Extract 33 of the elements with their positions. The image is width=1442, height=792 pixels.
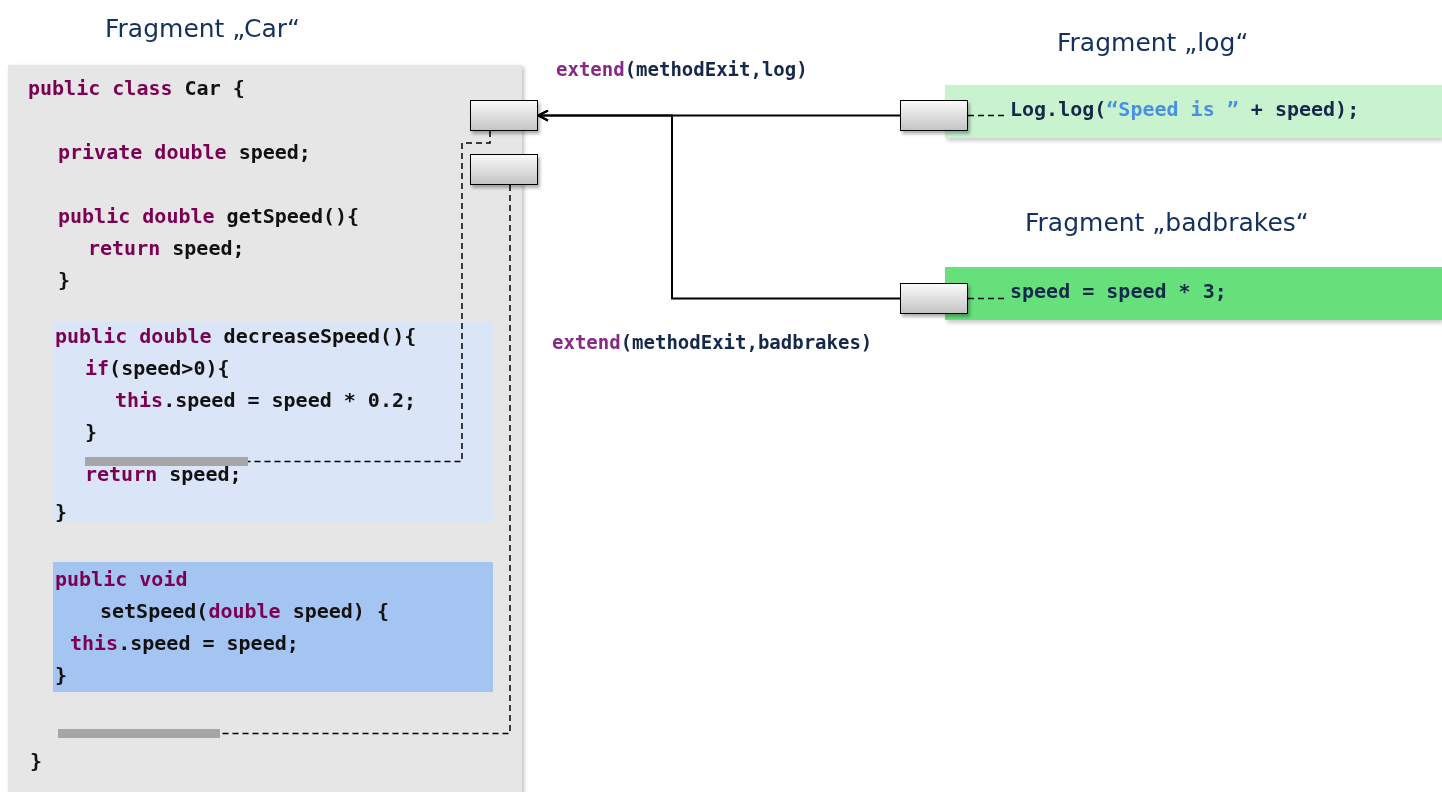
code-line: speed = speed * 3; xyxy=(1010,280,1227,303)
code-line: setSpeed(double speed) { xyxy=(100,600,389,623)
fragment-title: Fragment „log“ xyxy=(1057,29,1249,58)
fragment-title: Fragment „Car“ xyxy=(105,15,300,44)
code-line: public class Car { xyxy=(28,77,245,100)
code-line: } xyxy=(58,269,71,292)
code-line: return speed; xyxy=(85,463,242,486)
join-point-box xyxy=(470,100,538,131)
arrow xyxy=(537,109,901,300)
code-line: public void xyxy=(55,568,188,591)
code-line: public double decreaseSpeed(){ xyxy=(55,325,417,348)
code-line: public double getSpeed(){ xyxy=(58,205,360,228)
code-block-highlight xyxy=(53,322,493,522)
dashed-connector xyxy=(967,297,1005,300)
marker-bar xyxy=(58,729,220,738)
code-line: private double speed; xyxy=(58,141,311,164)
code-line: return speed; xyxy=(88,237,245,260)
code-block-highlight xyxy=(53,562,493,692)
code-line: this.speed = speed * 0.2; xyxy=(115,389,417,412)
code-line: this.speed = speed; xyxy=(70,632,299,655)
fragment-title: Fragment „badbrakes“ xyxy=(1025,209,1309,238)
dashed-connector xyxy=(967,114,1005,117)
code-line: Log.log(“Speed is ” + speed); xyxy=(1010,98,1360,121)
code-line: } xyxy=(30,750,43,773)
code-line: } xyxy=(55,501,68,524)
marker-bar xyxy=(85,457,248,466)
code-line: } xyxy=(55,664,68,687)
join-point-box xyxy=(900,283,968,314)
dashed-connector xyxy=(247,130,491,463)
code-line: } xyxy=(85,421,98,444)
join-point-box xyxy=(470,154,538,185)
code-line: if(speed>0){ xyxy=(85,357,230,380)
join-point-box xyxy=(900,100,968,131)
